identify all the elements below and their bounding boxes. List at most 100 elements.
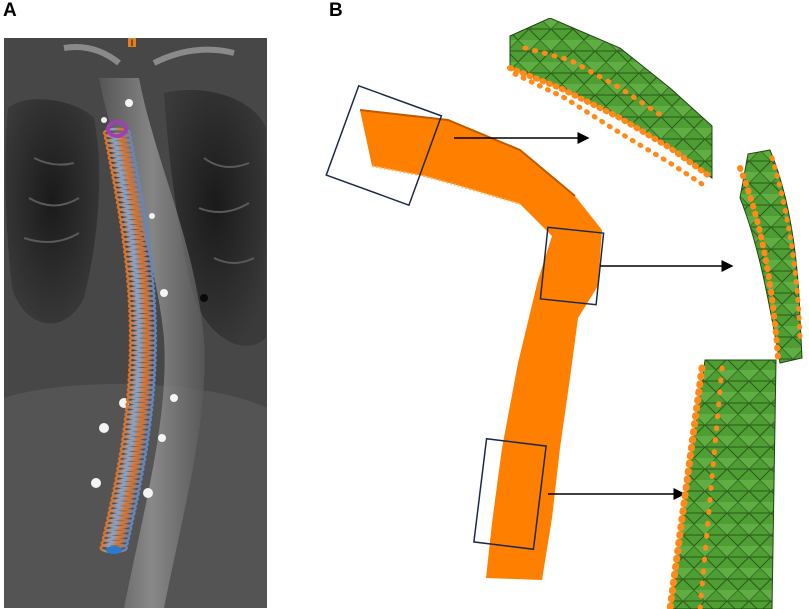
stent-ring bbox=[113, 478, 142, 489]
stent-ring bbox=[128, 335, 158, 346]
stent-ring bbox=[109, 498, 138, 509]
stent-ring bbox=[120, 226, 149, 238]
panel-b-label: B bbox=[329, 0, 343, 21]
stent-ring bbox=[111, 488, 140, 499]
stent-ring bbox=[120, 439, 149, 450]
stent-ring-stack bbox=[99, 127, 158, 554]
stent-top-ring bbox=[106, 120, 128, 138]
stent-ring bbox=[110, 493, 139, 504]
stent-ring bbox=[127, 364, 157, 376]
stent-ring bbox=[114, 191, 144, 203]
stent-ring bbox=[124, 261, 154, 272]
stent-ring bbox=[127, 300, 157, 312]
ct-scan-image: I bbox=[4, 38, 267, 608]
stent-ring bbox=[126, 280, 156, 292]
stent-ring bbox=[125, 266, 154, 277]
inset-mesh-bottom bbox=[666, 359, 777, 609]
stent-ring bbox=[126, 285, 156, 297]
stent-ring bbox=[123, 251, 153, 262]
zoom-box-bottom bbox=[473, 437, 547, 551]
zoom-box-middle bbox=[539, 226, 605, 306]
stent-ring bbox=[102, 528, 132, 539]
stent-ring bbox=[127, 290, 156, 302]
stent-ring bbox=[114, 473, 143, 484]
stent-ring bbox=[128, 310, 157, 321]
stent-ring bbox=[122, 241, 151, 252]
left-lung bbox=[5, 99, 100, 324]
stent-ring bbox=[116, 463, 145, 475]
stent-ring bbox=[103, 132, 133, 144]
ct-marker: I bbox=[131, 38, 134, 48]
stent-ring bbox=[128, 320, 158, 331]
stent-ring bbox=[127, 374, 156, 386]
stent-ring bbox=[107, 152, 137, 163]
stent-ring bbox=[104, 137, 134, 149]
stent-ring bbox=[126, 389, 155, 400]
stent-ring bbox=[122, 424, 151, 435]
stent-ring bbox=[117, 458, 146, 470]
stent-ring bbox=[123, 419, 152, 430]
stent-model-panel bbox=[320, 18, 809, 609]
stent-ring bbox=[121, 434, 150, 445]
stent-ring bbox=[101, 532, 131, 544]
stent-model-graphic bbox=[325, 18, 803, 609]
stent-ring bbox=[105, 518, 134, 529]
stent-ring bbox=[118, 216, 148, 228]
stent-ring bbox=[116, 201, 146, 213]
zoom-box-top bbox=[325, 84, 443, 207]
stent-ring bbox=[108, 157, 138, 168]
stent-ring bbox=[123, 414, 153, 425]
stent-ring bbox=[125, 271, 155, 282]
stent-ring bbox=[128, 345, 158, 356]
stent-ring bbox=[118, 211, 147, 223]
stent-ring bbox=[103, 523, 133, 534]
stent-ring bbox=[115, 468, 144, 480]
stent-ring bbox=[111, 172, 140, 183]
stent-bottom-ring bbox=[106, 546, 122, 554]
stent-ring bbox=[126, 275, 155, 287]
stent-ring bbox=[128, 325, 158, 336]
stent-ring bbox=[105, 142, 135, 154]
stent-ring bbox=[115, 196, 145, 208]
stent-ring bbox=[107, 508, 136, 519]
stent-ring bbox=[128, 350, 157, 361]
stent-ring bbox=[128, 340, 158, 351]
stent-ring bbox=[108, 503, 137, 514]
stent-ring bbox=[123, 246, 152, 257]
stent-ring bbox=[121, 429, 151, 440]
stent-ring bbox=[114, 187, 143, 198]
stent-ring bbox=[112, 483, 141, 494]
stent-ring bbox=[128, 330, 158, 341]
stent-ring bbox=[110, 167, 139, 178]
stent-ring bbox=[127, 369, 157, 381]
stent-ring bbox=[109, 162, 138, 173]
stent-ring bbox=[127, 295, 157, 307]
stent-ring bbox=[113, 182, 142, 193]
stent-ring bbox=[117, 206, 146, 218]
stent-ring bbox=[119, 444, 149, 455]
stent-ring bbox=[128, 305, 157, 317]
stent-ring bbox=[118, 448, 148, 460]
stent-ring bbox=[127, 379, 156, 391]
inset-mesh-top bbox=[507, 18, 715, 191]
stent-ring bbox=[112, 177, 141, 188]
inset-mesh-middle bbox=[737, 149, 803, 364]
stent-ring bbox=[125, 399, 154, 410]
stent-ring bbox=[125, 394, 155, 405]
ct-scan-graphic: I bbox=[4, 38, 267, 608]
stent-ring bbox=[128, 315, 157, 326]
stent-surface bbox=[360, 110, 602, 580]
stent-ring bbox=[128, 355, 157, 366]
stent-ring bbox=[124, 404, 154, 415]
spine bbox=[99, 78, 205, 608]
stent-ring bbox=[121, 236, 151, 247]
stent-ring bbox=[119, 221, 149, 233]
stent-ring bbox=[117, 453, 147, 465]
stent-ring bbox=[126, 384, 156, 396]
panel-a-label: A bbox=[3, 0, 17, 21]
right-lung bbox=[164, 89, 266, 346]
stent-ring bbox=[124, 409, 153, 420]
stent-ring bbox=[124, 256, 153, 267]
stent-ring bbox=[128, 360, 157, 371]
stent-ring bbox=[106, 147, 136, 159]
